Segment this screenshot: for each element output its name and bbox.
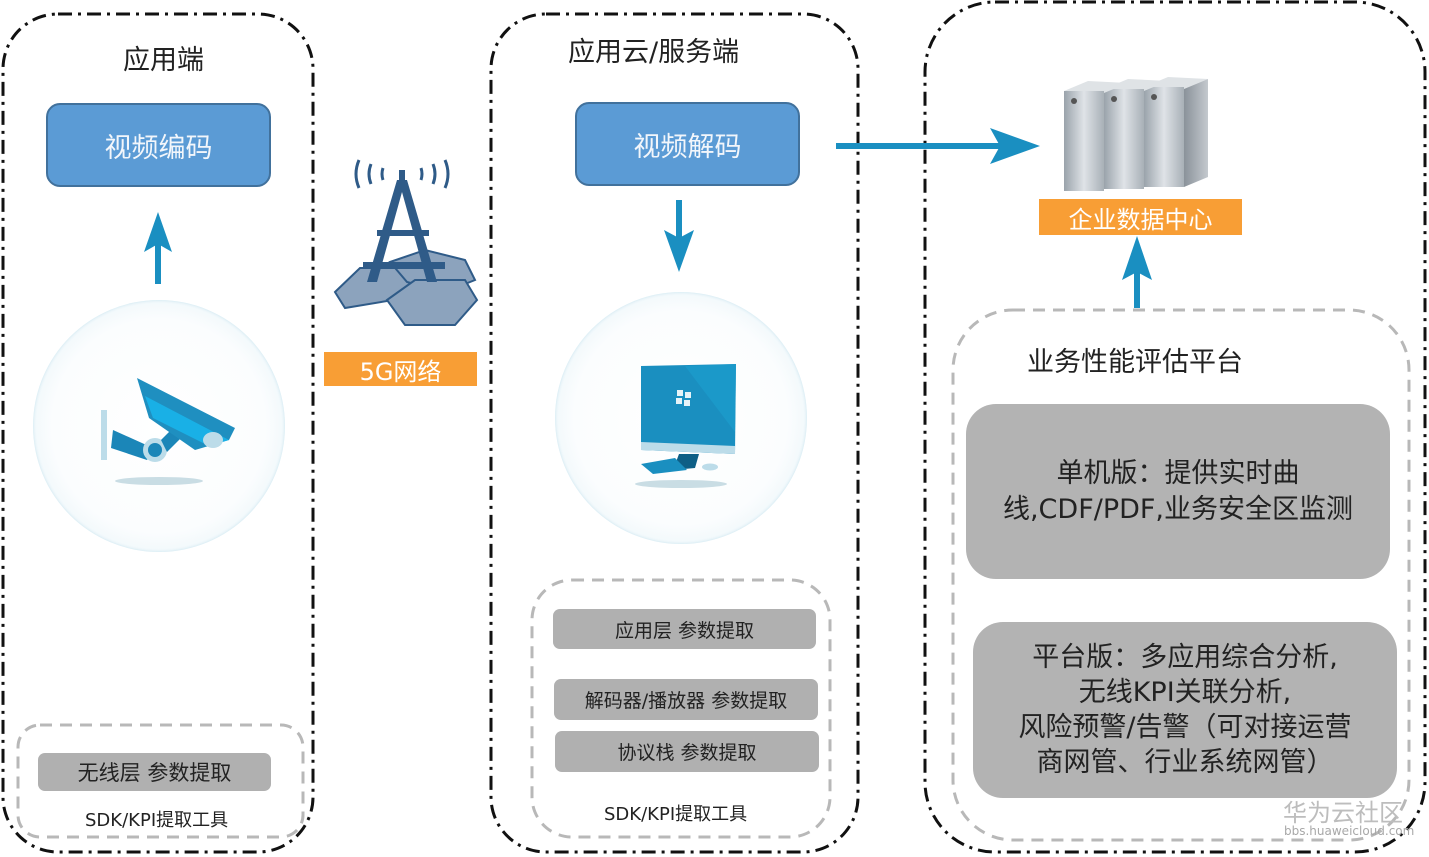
cloud-side-title: 应用云/服务端: [568, 37, 740, 68]
sdk-item-wireless: 无线层 参数提取: [38, 753, 271, 791]
arrow-down-decode: [664, 200, 694, 272]
platform-line-4: 商网管、行业系统网管）: [1036, 747, 1334, 778]
sdk-item-protocol-stack: 协议栈 参数提取: [555, 731, 819, 772]
5g-tower-icon: [333, 159, 479, 326]
surveillance-camera-icon: [101, 378, 235, 485]
platform-line-3: 风险预警/告警（可对接运营: [1018, 712, 1352, 743]
sdk-item-decoder-player: 解码器/播放器 参数提取: [554, 679, 818, 720]
app-side-title: 应用端: [123, 45, 204, 76]
arrow-up-encode: [144, 212, 172, 284]
video-encode-box: 视频编码: [46, 103, 271, 187]
platform-line-1: 平台版：多应用综合分析,: [1032, 642, 1338, 673]
arrow-right-to-datacenter: [836, 128, 1040, 164]
sdk-caption-app: SDK/KPI提取工具: [85, 810, 229, 831]
datacenter-label: 企业数据中心: [1039, 199, 1242, 235]
platform-line-2: 无线KPI关联分析,: [1078, 677, 1292, 708]
standalone-line-2: 线,CDF/PDF,业务安全区监测: [1002, 493, 1354, 525]
standalone-line-1: 单机版：提供实时曲: [1056, 457, 1300, 489]
platform-title: 业务性能评估平台: [1027, 347, 1243, 378]
platform-edition-box: 平台版：多应用综合分析, 无线KPI关联分析, 风险预警/告警（可对接运营 商网…: [973, 622, 1397, 798]
video-decode-box: 视频解码: [575, 102, 800, 186]
desktop-computer-icon: [635, 364, 736, 488]
server-rack-icon: [1064, 77, 1208, 191]
camera-bubble: [33, 300, 285, 552]
standalone-edition-box: 单机版：提供实时曲 线,CDF/PDF,业务安全区监测: [966, 404, 1390, 579]
arrow-up-platform: [1122, 236, 1152, 308]
watermark-url: bbs.huaweicloud.com: [1284, 824, 1415, 838]
5g-network-label: 5G网络: [324, 352, 477, 386]
sdk-item-app-layer: 应用层 参数提取: [553, 609, 816, 649]
computer-bubble: [555, 292, 807, 544]
watermark-title: 华为云社区: [1283, 799, 1403, 827]
sdk-caption-cloud: SDK/KPI提取工具: [604, 804, 748, 825]
